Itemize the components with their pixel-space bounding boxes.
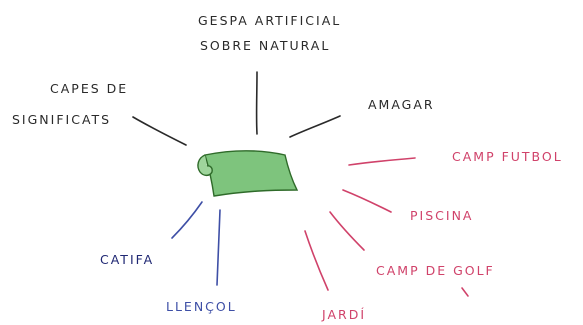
label-llencol: LLENÇOL <box>166 299 237 314</box>
line-to-jardi <box>305 231 328 290</box>
label-camp-golf: CAMP DE GOLF <box>376 263 495 278</box>
label-piscina: PISCINA <box>410 208 473 223</box>
line-to-catifa <box>172 202 202 238</box>
line-to-piscina <box>343 190 391 212</box>
label-gespa-line2: SOBRE NATURAL <box>200 38 330 53</box>
line-to-capes <box>133 117 186 145</box>
label-jardi: JARDÍ <box>321 307 366 322</box>
green-rolled-sheet-icon <box>198 151 297 196</box>
label-gespa-line1: GESPA ARTIFICIAL <box>198 13 341 28</box>
line-to-camp-golf <box>330 212 364 250</box>
label-capes-line1: CAPES DE <box>50 81 128 96</box>
sheet-body <box>205 151 297 196</box>
label-camp-futbol: CAMP FUTBOL <box>452 149 563 164</box>
line-to-camp-futbol <box>349 158 415 165</box>
label-capes-line2: SIGNIFICATS <box>12 112 111 127</box>
label-catifa: CATIFA <box>100 252 154 267</box>
line-to-golf-extra <box>462 288 468 296</box>
line-to-amagar <box>290 116 340 137</box>
line-to-llencol <box>217 210 220 285</box>
label-amagar: AMAGAR <box>368 97 435 112</box>
